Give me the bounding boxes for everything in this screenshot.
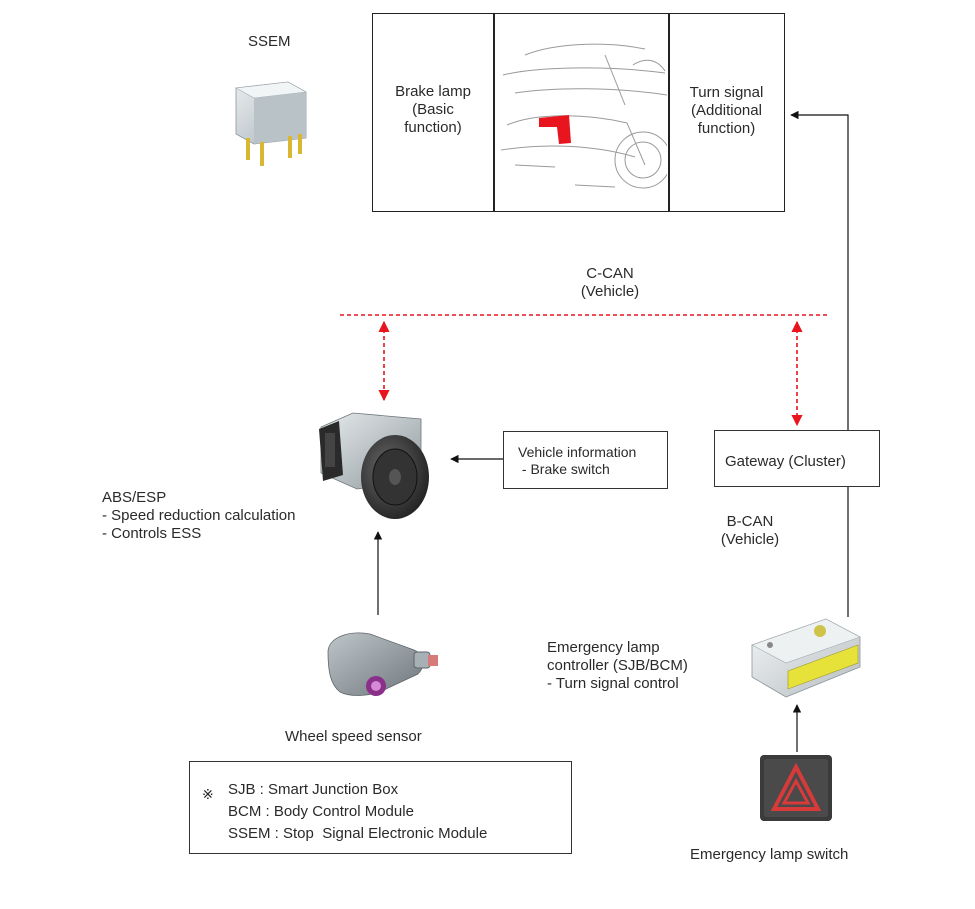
abs-esp-label: ABS/ESP - Speed reduction calculation - … bbox=[102, 489, 296, 542]
ssem-relay-image bbox=[235, 81, 307, 166]
wheel-speed-sensor-image bbox=[327, 632, 438, 696]
c-can-label: C-CAN (Vehicle) bbox=[580, 265, 640, 300]
emergency-lamp-controller-label: Emergency lamp controller (SJB/BCM) - Tu… bbox=[547, 639, 688, 692]
vehicle-rear-image bbox=[500, 43, 667, 189]
lamp-panel bbox=[372, 13, 785, 212]
legend-note-symbol: ※ bbox=[202, 786, 214, 802]
turn-signal-label: Turn signal (Additional function) bbox=[689, 84, 764, 137]
emergency-lamp-switch-label: Emergency lamp switch bbox=[690, 846, 849, 863]
panel-divider-left bbox=[493, 14, 495, 211]
ssem-label: SSEM bbox=[248, 33, 291, 50]
gateway-box: Gateway (Cluster) bbox=[714, 430, 880, 487]
panel-divider-right bbox=[668, 14, 670, 211]
legend-text: SJB : Smart Junction Box BCM : Body Cont… bbox=[228, 781, 488, 842]
b-can-label: B-CAN (Vehicle) bbox=[720, 513, 780, 548]
brake-lamp-label: Brake lamp (Basic function) bbox=[395, 83, 471, 136]
vehicle-information-box: Vehicle information - Brake switch bbox=[503, 431, 668, 489]
abs-esp-unit-image bbox=[319, 412, 429, 519]
tail-lamp-highlight bbox=[539, 115, 571, 144]
legend-box: ※ SJB : Smart Junction Box BCM : Body Co… bbox=[189, 761, 572, 854]
emergency-lamp-controller-image bbox=[751, 618, 861, 698]
emergency-lamp-switch-image bbox=[760, 755, 832, 821]
wheel-speed-sensor-label: Wheel speed sensor bbox=[285, 728, 422, 745]
